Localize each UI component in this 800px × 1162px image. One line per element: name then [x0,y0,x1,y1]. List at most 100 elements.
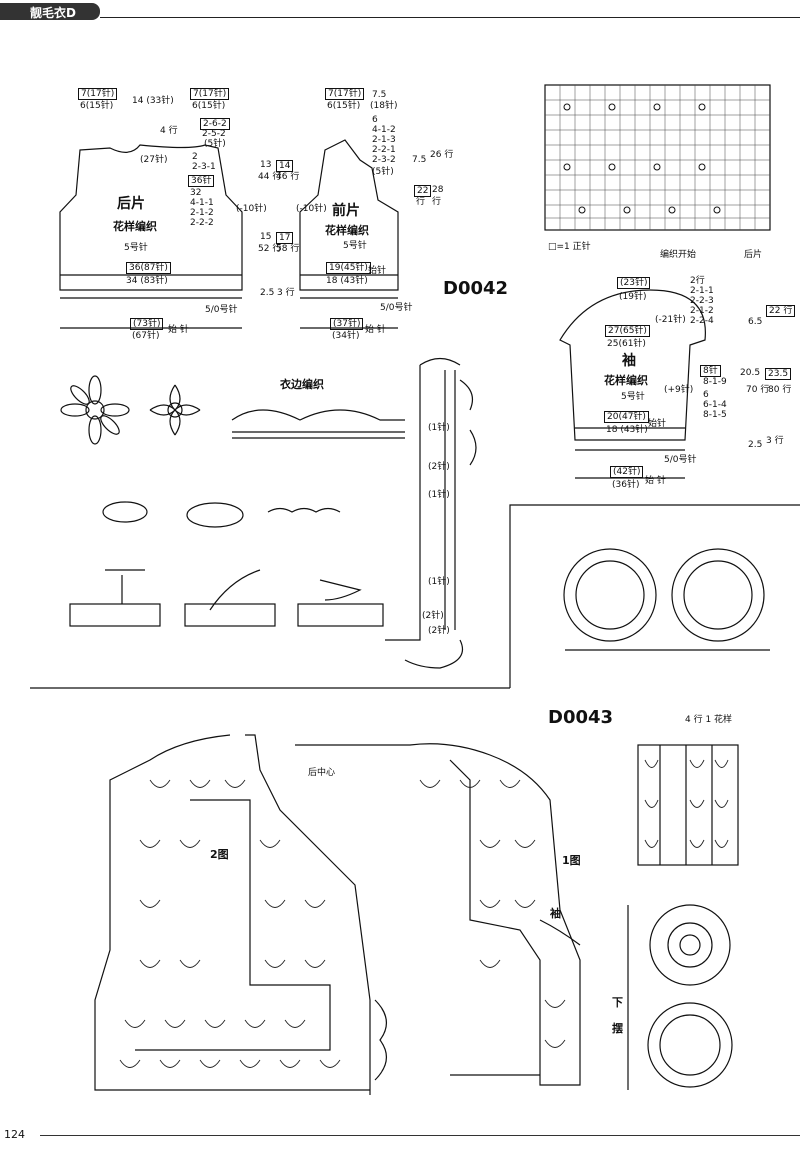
back-top-left-sub: 6(15针) [80,101,114,111]
front-rib: 5/0号针 [380,303,413,313]
sleeve-len-2: 70 行 [746,385,770,395]
sleeve-inc-2: 6 [703,390,709,400]
sleeve-cap-4: 2-1-2 [690,306,714,316]
back-pattern: 花样编织 [113,220,157,233]
front-armhole: (-10针) [296,204,327,214]
back-start: 始 针 [168,325,189,335]
back-shape-1: 2-6-2 [200,118,230,130]
sleeve-cap-h: 6.5 [748,317,763,327]
back-rib: 5/0号针 [205,305,238,315]
sleeve-width-box: (42针) [610,466,644,478]
sleeve-title: 袖 [622,353,636,369]
edging-row-1: (1针) [428,423,450,433]
back-h2b: 46 行 [276,172,300,182]
back-h1b: 44 行 [258,172,282,182]
page-header: 靓毛衣D [0,0,800,22]
back-neck-rows: 4 行 [160,126,178,136]
sleeve-len-1: 20.5 [740,368,761,378]
back-top-left-box: 7(17针) [78,88,118,100]
back-top-right-sub: 6(15针) [192,101,226,111]
back-rib-h: 2.5 [260,288,275,298]
back-shape-3: (5针) [204,139,226,149]
back-top-mid: 14 (33针) [132,96,174,106]
front-width-sub: (34针) [332,331,360,341]
sleeve-cap-rows: 22 行 [766,305,796,317]
sleeve-start-needle: 始针 [648,419,667,429]
back-bottom-sub: 34 (83针) [126,276,168,286]
sleeve-cap-2: 2-1-1 [690,286,714,296]
sleeve-inc-1: 8-1-9 [703,377,727,387]
pattern-code-d0042: D0042 [443,278,509,299]
sleeve-cap-5: 2-2-4 [690,316,714,326]
d0043-fig1: 1图 [562,854,581,867]
back-top-right-box: 7(17针) [190,88,230,100]
back-width-sub: (67针) [132,331,160,341]
front-start: 始 针 [365,325,386,335]
back-shape-9: 2-2-2 [190,218,214,228]
sleeve-len-3: 23.5 [765,368,792,380]
back-shape-6: 32 [190,188,202,198]
header-title: 靓毛衣D [30,6,76,20]
front-bottom-box: 19(45针) [326,262,371,274]
front-shape-4: 2-2-1 [372,145,396,155]
d0043-back-center: 后中心 [308,768,336,778]
back-neck-stitch: (27针) [140,155,168,165]
header-tab: 靓毛衣D [0,3,100,20]
back-width-box: (73针) [130,318,164,330]
back-armhole: (-10针) [236,204,267,214]
edging-row-6: (2针) [428,626,450,636]
sleeve-start: 始 针 [645,476,666,486]
sleeve-width-sub: (36针) [612,480,640,490]
sleeve-rib-h: 2.5 [748,440,763,450]
sleeve-needle: 5号针 [621,392,645,402]
front-r2: 26 行 [430,150,454,160]
sleeve-mid-box: 27(65针) [605,325,650,337]
front-top-box: 7(17针) [325,88,365,100]
front-shape-1: 6 [372,115,378,125]
d0043-sleeve: 袖 [550,907,561,920]
front-shape-2: 4-1-2 [372,125,396,135]
sleeve-inc-box: 8针 [700,365,721,377]
sleeve-cap-3: 2-2-3 [690,296,714,306]
front-r3: 22 [414,185,432,197]
edging-row-5: (2针) [422,611,444,621]
edging-row-3: (1针) [428,490,450,500]
sleeve-top-box: (23针) [617,277,651,289]
sleeve-cuff-box: 20(47针) [604,411,649,423]
back-shape-2: 2-5-2 [202,129,226,139]
header-rule [100,17,800,18]
back-shape-7: 4-1-1 [190,198,214,208]
d0043-hem: 下摆 [612,996,623,1035]
page-number: 124 [4,1128,25,1141]
edging-row-4: (1针) [428,577,450,587]
sleeve-inc-3: 6-1-4 [703,400,727,410]
front-pattern: 花样编织 [325,224,369,237]
front-width-box: (37针) [330,318,364,330]
sleeve-cap-minus: (-21针) [655,315,686,325]
edging-title: 衣边编织 [280,378,324,391]
pattern-code-d0043: D0043 [548,707,614,728]
chart-legend: □=1 正针 [548,242,591,252]
back-bottom-box: 36(87针) [126,262,171,274]
front-title: 前片 [332,203,360,219]
d0043-fig2: 2图 [210,848,229,861]
front-start-needle: 始针 [368,266,387,276]
back-h3: 15 [260,232,272,242]
back-rib-rows: 3 行 [277,288,295,298]
back-h1: 13 [260,160,272,170]
back-needle: 5号针 [124,243,148,253]
sleeve-inc-4: 8-1-5 [703,410,727,420]
sleeve-top-sub: (19针) [619,292,647,302]
back-h4b: 58 行 [276,244,300,254]
front-r5: 28 [432,185,444,195]
front-needle: 5号针 [343,241,367,251]
sleeve-rib: 5/0号针 [664,455,697,465]
back-shape-5: 2-3-1 [192,162,216,172]
back-shape-4: 2 [192,152,198,162]
front-shape-5: 2-3-2 [372,155,396,165]
back-shape-box: 36针 [188,175,215,187]
sleeve-len-4: 80 行 [768,385,792,395]
chart-start-label: 编织开始 [660,250,697,260]
sleeve-cap-1: 2行 [690,276,705,286]
